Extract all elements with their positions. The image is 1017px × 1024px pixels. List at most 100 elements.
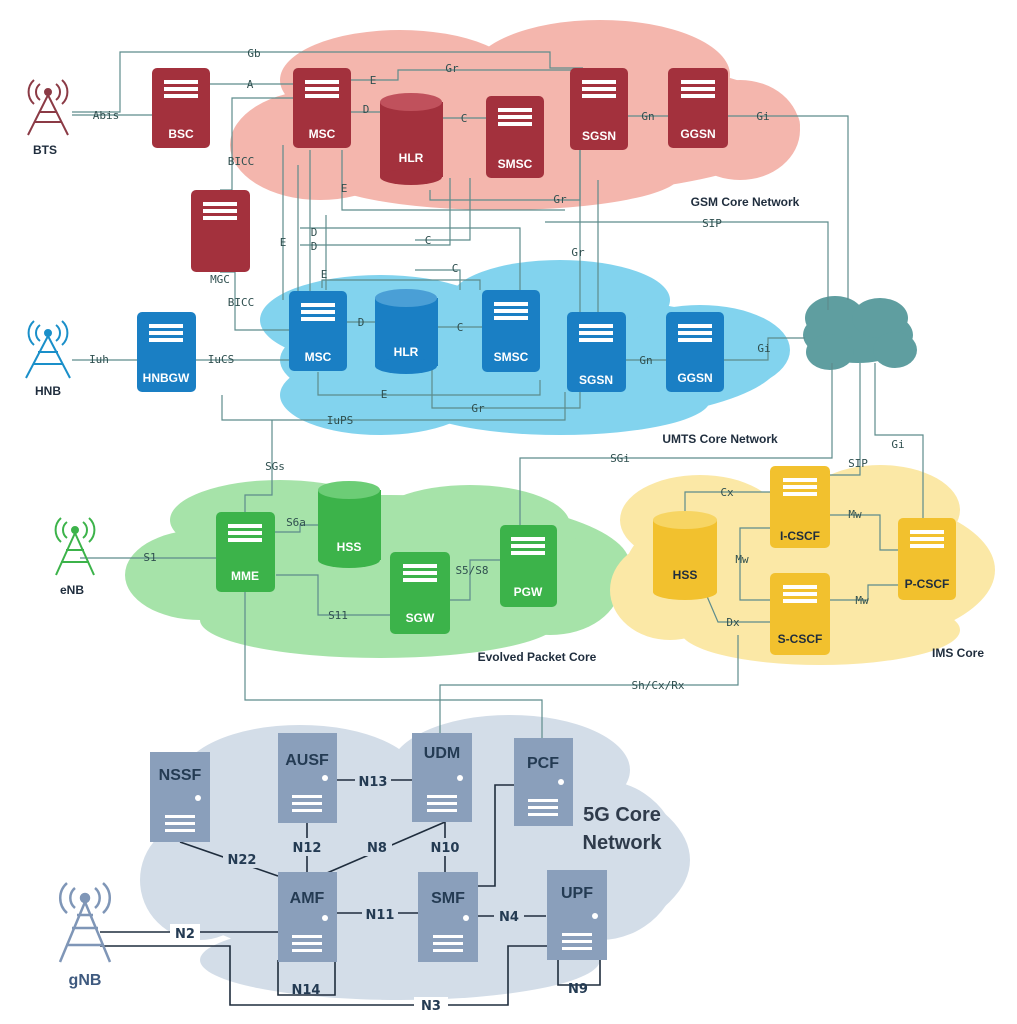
if-label: N11	[366, 908, 395, 923]
node-mgc[interactable]	[191, 190, 250, 272]
if-label: IuPS	[327, 414, 354, 427]
if-label: N8	[367, 841, 387, 856]
node-epc-sgw[interactable]: SGW	[390, 552, 450, 634]
if-label: BICC	[228, 155, 255, 168]
if-label: Gn	[639, 354, 652, 367]
if-label: Gb	[247, 47, 260, 60]
if-label: D	[363, 103, 370, 116]
node-epc-pgw[interactable]: PGW	[500, 525, 557, 607]
if-label: Gr	[571, 246, 585, 259]
node-label: MSC	[305, 350, 332, 364]
node-umts-ggsn[interactable]: GGSN	[666, 312, 724, 392]
if-label: Gi	[757, 342, 770, 355]
node-umts-hnbgw[interactable]: HNBGW	[137, 312, 196, 392]
node-gsm-msc[interactable]: MSC	[293, 68, 351, 148]
node-label: UPF	[561, 885, 593, 902]
umts-network-label: UMTS Core Network	[662, 432, 778, 446]
if-label: S1	[143, 551, 156, 564]
if-label: D	[311, 226, 318, 239]
node-g5-upf[interactable]: UPF	[547, 870, 607, 960]
if-label: SGi	[610, 452, 630, 465]
interface-labels: Gb Abis A E Gr D C Gn Gi BICC BICC E Gr …	[89, 47, 905, 692]
node-gsm-bsc[interactable]: BSC	[152, 68, 210, 148]
node-label: AMF	[290, 890, 325, 907]
if-label: Gr	[471, 402, 485, 415]
if-label: E	[280, 236, 287, 249]
if-label: N12	[293, 841, 322, 856]
legacy-connections	[72, 51, 924, 738]
node-epc-mme[interactable]: MME	[216, 512, 275, 592]
node-label: HLR	[399, 151, 424, 165]
node-label: HLR	[394, 345, 419, 359]
node-ims-hss[interactable]: HSS	[653, 511, 717, 600]
node-label: SMF	[431, 890, 465, 907]
if-label: N14	[292, 983, 321, 998]
node-gsm-ggsn[interactable]: GGSN	[668, 68, 728, 148]
if-label: S5/S8	[455, 564, 488, 577]
node-label: NSSF	[159, 767, 202, 784]
if-label: N9	[568, 982, 588, 997]
if-label: N22	[228, 853, 257, 868]
gnb-label: gNB	[69, 972, 102, 989]
node-g5-amf[interactable]: AMF	[278, 872, 337, 962]
if-label: SIP	[848, 457, 868, 470]
if-label: E	[381, 388, 388, 401]
if-label: Gi	[891, 438, 904, 451]
g5-interface-labels: N13 N12 N8 N10 N22 N11 N4 N2 N14 N9 N3	[170, 772, 588, 1014]
node-label: S-CSCF	[778, 632, 823, 646]
node-label: UDM	[424, 745, 460, 762]
node-label: SMSC	[498, 157, 533, 171]
node-umts-hlr[interactable]: HLR	[375, 289, 438, 374]
if-label: SGs	[265, 460, 285, 473]
epc-network-label: Evolved Packet Core	[478, 650, 597, 664]
node-g5-nssf[interactable]: NSSF	[150, 752, 210, 842]
if-label: Gr	[553, 193, 567, 206]
gsm-network-label: GSM Core Network	[691, 195, 800, 209]
if-label: C	[452, 262, 459, 275]
node-umts-smsc[interactable]: SMSC	[482, 290, 540, 372]
node-gsm-sgsn[interactable]: SGSN	[570, 68, 628, 150]
node-label: AUSF	[285, 752, 329, 769]
if-label: Mw	[848, 508, 862, 521]
if-label: E	[370, 74, 377, 87]
mgc-label: MGC	[210, 273, 230, 286]
node-g5-smf[interactable]: SMF	[418, 872, 478, 962]
node-g5-udm[interactable]: UDM	[412, 733, 472, 822]
node-label: I-CSCF	[780, 529, 820, 543]
if-label: N13	[359, 775, 388, 790]
node-ims-scscf[interactable]: S-CSCF	[770, 573, 830, 655]
if-label: C	[425, 234, 432, 247]
node-umts-sgsn[interactable]: SGSN	[567, 312, 626, 392]
ims-network-label: IMS Core	[932, 646, 984, 660]
if-label: BICC	[228, 296, 255, 309]
if-label: S11	[328, 609, 348, 622]
internet-cloud	[803, 296, 917, 370]
if-label: D	[311, 240, 318, 253]
if-label: E	[321, 268, 328, 281]
node-umts-msc[interactable]: MSC	[289, 291, 347, 371]
bts-tower-icon	[27, 79, 69, 136]
if-label: Sh/Cx/Rx	[632, 679, 685, 692]
enb-tower-icon	[54, 517, 96, 576]
if-label: Gn	[641, 110, 654, 123]
node-g5-ausf[interactable]: AUSF	[278, 733, 337, 823]
if-label: Gi	[756, 110, 769, 123]
node-g5-pcf[interactable]: PCF	[514, 738, 573, 826]
if-label: D	[358, 316, 365, 329]
node-epc-hss[interactable]: HSS	[318, 481, 381, 568]
if-label: Abis	[93, 109, 120, 122]
if-label: Iuh	[89, 353, 109, 366]
node-label: P-CSCF	[905, 577, 950, 591]
node-label: GGSN	[677, 371, 712, 385]
node-ims-pcscf[interactable]: P-CSCF	[898, 518, 956, 600]
node-label: HSS	[337, 540, 362, 554]
node-gsm-smsc[interactable]: SMSC	[486, 96, 544, 178]
node-label: MME	[231, 569, 259, 583]
if-label: N10	[431, 841, 460, 856]
if-label: IuCS	[208, 353, 235, 366]
node-gsm-hlr[interactable]: HLR	[380, 93, 443, 185]
node-label: HNBGW	[143, 371, 190, 385]
node-ims-icscf[interactable]: I-CSCF	[770, 466, 830, 548]
hnb-tower-icon	[25, 320, 71, 379]
